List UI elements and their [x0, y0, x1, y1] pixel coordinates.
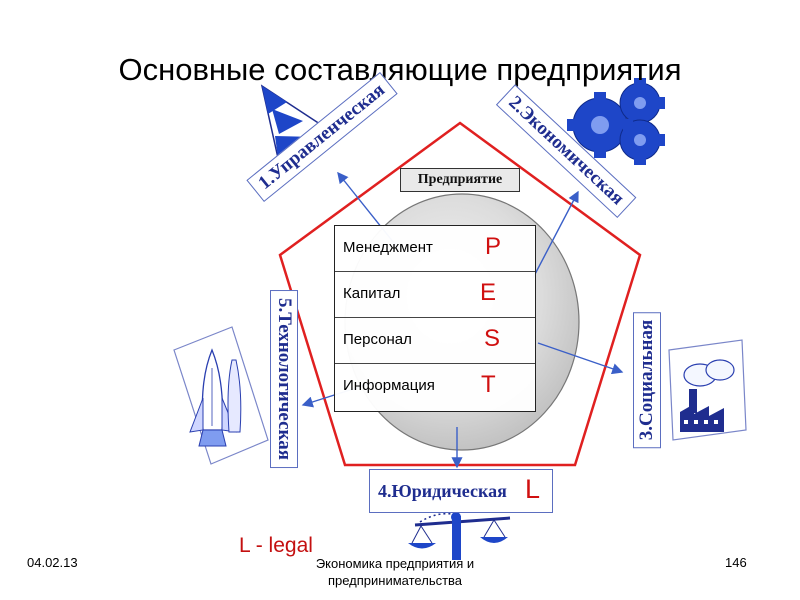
row-letter: S: [484, 325, 501, 352]
table-row: Информация T: [335, 364, 535, 410]
enterprise-label: Предприятие: [400, 168, 520, 192]
legal-letter: L: [525, 474, 541, 504]
row-letter: T: [481, 371, 496, 398]
space-shuttle-icon: [173, 326, 269, 465]
label-legal: 4.Юридическая L: [369, 469, 553, 513]
label-social: 3.Социальная: [633, 311, 661, 449]
row-name: Информация: [343, 377, 435, 394]
row-letter: P: [485, 233, 502, 260]
arrow-to-economic: [532, 190, 579, 279]
footer-title-line2: предпринимательства: [327, 573, 463, 588]
factory-icon: [668, 339, 747, 441]
table-row: Персонал S: [335, 318, 535, 364]
arrow-to-social: [537, 342, 624, 375]
pest-table: Менеджмент P Капитал E Персонал S Информ…: [334, 225, 536, 412]
row-name: Капитал: [343, 285, 401, 302]
footer-title: Экономика предприятия и предпринимательс…: [290, 555, 500, 589]
row-letter: E: [480, 279, 497, 306]
legal-note: L - legal: [239, 534, 313, 557]
table-row: Менеджмент P: [335, 226, 535, 272]
slide-title: Основные составляющие предприятия: [118, 52, 682, 87]
footer-date: 04.02.13: [27, 555, 78, 570]
page-number: 146: [725, 555, 747, 570]
footer-title-line1: Экономика предприятия и: [315, 556, 475, 571]
row-name: Персонал: [343, 331, 412, 348]
table-row: Капитал E: [335, 272, 535, 318]
label-technological: 5.Технологическая: [270, 290, 298, 468]
legal-label-text: 4.Юридическая: [378, 481, 507, 501]
scales-icon: [408, 512, 511, 560]
gears-icon: [567, 78, 665, 165]
row-name: Менеджмент: [343, 239, 433, 256]
